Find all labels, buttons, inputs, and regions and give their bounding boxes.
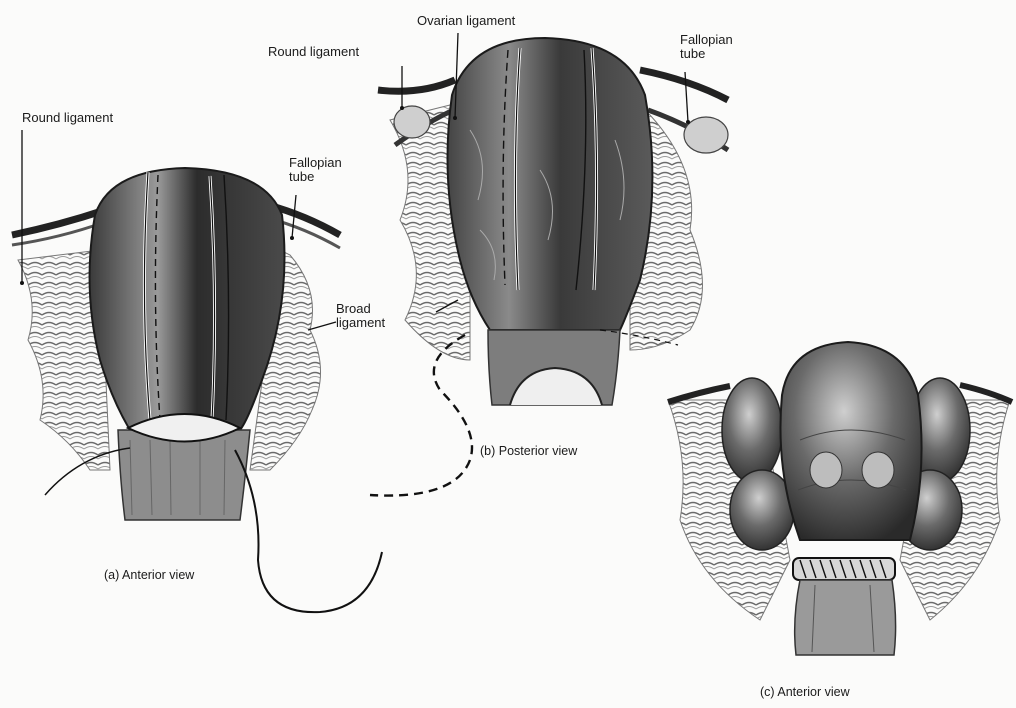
label-round-ligament-a: Round ligament	[22, 111, 113, 125]
uterine-fundus-c	[780, 342, 921, 540]
label-round-ligament-b: Round ligament	[268, 45, 359, 59]
label-fallopian-tube-a: Fallopian tube	[289, 156, 359, 184]
leader-broad-ligament-a	[308, 322, 336, 330]
needle-a	[235, 450, 382, 612]
uterus-body-a	[90, 168, 285, 430]
cervix-c	[795, 580, 896, 655]
fallopian-tube-right-b	[640, 70, 728, 100]
label-ovarian-ligament-b: Ovarian ligament	[417, 14, 515, 28]
panel-b-posterior	[370, 33, 728, 496]
uterine-lobe-left-c	[722, 378, 782, 482]
panel-a-anterior	[12, 130, 382, 612]
panel-c-anterior	[668, 342, 1012, 655]
fallopian-tube-right-c	[960, 385, 1012, 402]
fallopian-tube-left-b	[378, 80, 455, 91]
caption-panel-c: (c) Anterior view	[760, 685, 850, 699]
fallopian-tube-left-a	[12, 210, 105, 235]
caption-panel-a: (a) Anterior view	[104, 568, 194, 582]
dashed-suture-b	[370, 335, 472, 496]
uterus-body-b	[448, 38, 653, 330]
ovary-right-b	[684, 117, 728, 153]
cervix-a	[118, 430, 250, 520]
label-fallopian-tube-b: Fallopian tube	[680, 33, 750, 61]
ovary-left-b	[394, 106, 430, 138]
caption-panel-b: (b) Posterior view	[480, 444, 577, 458]
label-broad-ligament-a: Broad ligament	[336, 302, 406, 330]
